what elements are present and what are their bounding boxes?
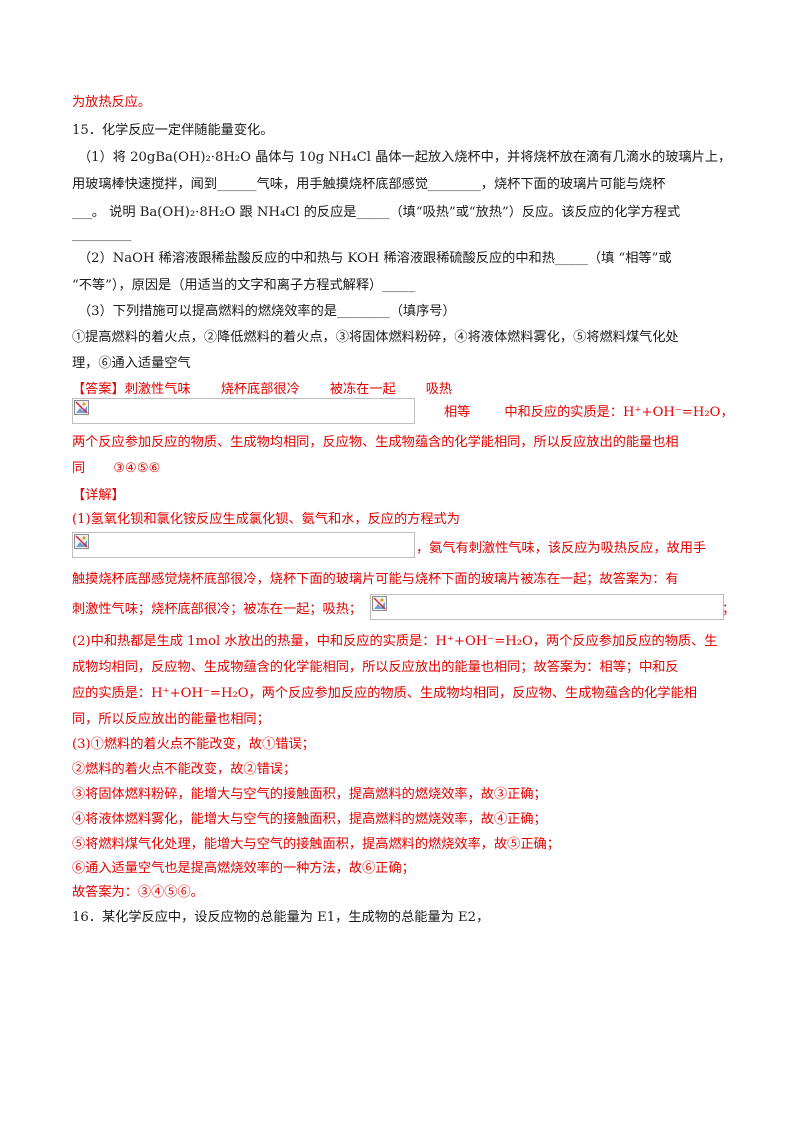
text-line: ①提高燃料的着火点，②降低燃料的着火点，③将固体燃料粉碎，④将液体燃料雾化，⑤将… (72, 330, 679, 345)
answer-item: 被冻在一起 (329, 382, 396, 397)
answer-item: 吸热 (425, 382, 453, 397)
detail-line: ②燃料的着火点不能改变，故②错误； (72, 762, 297, 777)
text-line: ___。 说明 Ba(OH)₂·8H₂O 跟 NH₄Cl 的反应是_____（填… (72, 205, 681, 220)
detail-line: ⑥通入适量空气也是提高燃烧效率的一种方法，故⑥正确； (72, 861, 415, 876)
broken-image-icon (74, 534, 89, 549)
answer-line: 两个反应参加反应的物质、生成物均相同，反应物、生成物蕴含的化学能相同，所以反应放… (72, 435, 679, 450)
detail-line: ⑤将燃料煤气化处理，能增大与空气的接触面积，提高燃料的燃烧效率，故⑤正确； (72, 837, 560, 852)
detail-line: 应的实质是：H⁺+OH⁻=H₂O，两个反应参加反应的物质、生成物均相同，反应物、… (72, 686, 697, 701)
broken-image-icon (372, 596, 387, 611)
answer-line: 相等 中和反应的实质是：H⁺+OH⁻=H₂O， (444, 404, 734, 422)
answer-line: 同 ③④⑤⑥ (72, 460, 160, 478)
question-15-title: 15．化学反应一定伴随能量变化。 (72, 123, 274, 138)
answer-item: 中和反应的实质是：H⁺+OH⁻=H₂O， (504, 405, 734, 420)
text-line: “不等”），原因是（用适当的文字和离子方程式解释）_____ (72, 278, 416, 293)
broken-image-placeholder (72, 532, 415, 558)
text-line: 为放热反应。 (72, 95, 152, 110)
answer-item: 同 (72, 461, 86, 476)
text-line: 用玻璃棒快速搅拌，闻到______气味，用手触摸烧杯底部感觉________，烧… (72, 177, 666, 192)
answer-tag: 【答案】 (72, 382, 125, 397)
detail-line: ③将固体燃料粉碎，能增大与空气的接触面积，提高燃料的燃烧效率，故③正确； (72, 787, 547, 802)
detail-line: 触摸烧杯底部感觉烧杯底部很冷，烧杯下面的玻璃片可能与烧杯下面的玻璃片被冻在一起；… (72, 572, 679, 587)
detail-line: (2)中和热都是生成 1mol 水放出的热量，中和反应的实质是：H⁺+OH⁻=H… (72, 634, 718, 649)
detail-line: (1)氢氧化钡和氯化铵反应生成氯化钡、氨气和水，反应的方程式为 (72, 512, 460, 527)
detail-line: ； (722, 602, 736, 617)
detail-line: 刺激性气味；烧杯底部很冷；被冻在一起；吸热； (72, 602, 363, 617)
detail-tag: 【详解】 (72, 488, 125, 503)
detail-line: (3)①燃料的着火点不能改变，故①错误； (72, 737, 315, 752)
question-16-title: 16．某化学反应中，设反应物的总能量为 E1，生成物的总能量为 E2， (72, 910, 490, 925)
detail-line: ，氨气有刺激性气味，该反应为吸热反应，故用手 (416, 541, 707, 556)
answer-line: 【答案】刺激性气味 烧杯底部很冷 被冻在一起 吸热 (72, 381, 452, 399)
text-line: （2）NaOH 稀溶液跟稀盐酸反应的中和热与 KOH 稀溶液跟稀硫酸反应的中和热… (78, 251, 672, 266)
detail-line: ④将液体燃料雾化，能增大与空气的接触面积，提高燃料的燃烧效率，故④正确； (72, 812, 547, 827)
text-line: （1）将 20gBa(OH)₂·8H₂O 晶体与 10g NH₄Cl 晶体一起放… (78, 150, 732, 165)
broken-image-icon (74, 400, 89, 415)
broken-image-placeholder (370, 594, 724, 620)
answer-item: 刺激性气味 (124, 382, 191, 397)
text-line: _________ (72, 227, 132, 242)
text-line: 理，⑥通入适量空气 (72, 356, 191, 371)
answer-item: ③④⑤⑥ (113, 461, 161, 476)
detail-line: 故答案为：③④⑤⑥。 (72, 885, 204, 900)
detail-line: 同，所以反应放出的能量也相同； (72, 712, 270, 727)
text-line: （3）下列措施可以提高燃料的燃烧效率的是________（填序号） (78, 304, 456, 319)
broken-image-placeholder (72, 398, 415, 424)
answer-item: 相等 (444, 405, 471, 420)
answer-item: 烧杯底部很冷 (220, 382, 300, 397)
detail-line: 成物均相同，反应物、生成物蕴含的化学能相同，所以反应放出的能量也相同；故答案为：… (72, 660, 679, 675)
